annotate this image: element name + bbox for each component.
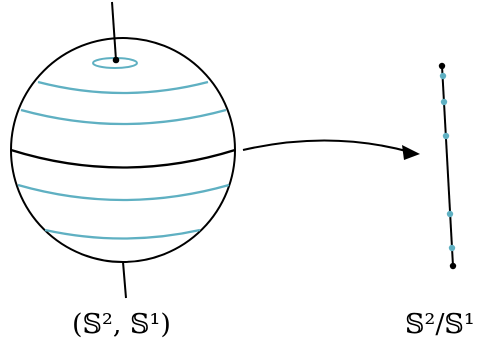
arrow-right-icon: [242, 139, 411, 153]
quotient-label: 𝕊²/𝕊¹: [405, 309, 475, 340]
equator: [10, 148, 236, 169]
band-2: [20, 108, 227, 126]
quotient-dot-2: [440, 98, 448, 106]
sphere-outline: [10, 37, 236, 263]
band-3: [17, 183, 230, 202]
band-1: [37, 80, 209, 95]
quotient-dot-4: [446, 210, 454, 218]
axis-bottom: [122, 261, 127, 299]
quotient-segment: [441, 65, 454, 267]
axis-top: [111, 1, 117, 61]
arrow-head: [402, 145, 420, 160]
quotient-endpoint-top: [438, 62, 446, 70]
quotient-dot-1: [439, 72, 447, 80]
sphere-pair-label: (𝕊², 𝕊¹): [72, 309, 171, 340]
north-pole-dot: [112, 56, 120, 64]
quotient-dot-3: [442, 132, 450, 140]
quotient-endpoint-bottom: [449, 262, 457, 270]
quotient-dot-5: [448, 244, 456, 252]
band-4: [44, 228, 201, 240]
